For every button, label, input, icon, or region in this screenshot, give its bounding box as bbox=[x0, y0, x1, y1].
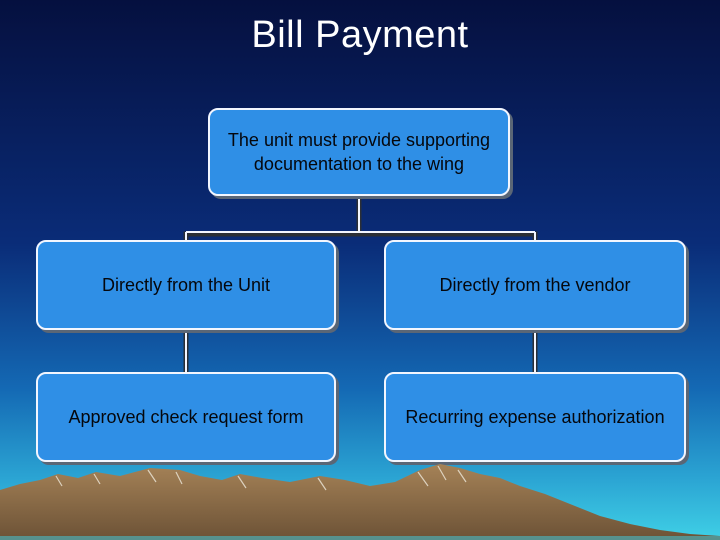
node-recurring-expense: Recurring expense authorization bbox=[384, 372, 686, 462]
node-check-label: Approved check request form bbox=[68, 407, 304, 427]
root-node: The unit must provide supporting documen… bbox=[208, 108, 510, 196]
node-check-request-form: Approved check request form bbox=[36, 372, 336, 462]
slide-title: Bill Payment bbox=[251, 14, 469, 56]
root-node-label: The unit must provide supporting documen… bbox=[227, 130, 491, 174]
node-unit-label: Directly from the Unit bbox=[101, 275, 271, 295]
mountain-landscape-image bbox=[0, 464, 720, 540]
node-directly-from-unit: Directly from the Unit bbox=[36, 240, 336, 330]
node-recurring-label: Recurring expense authorization bbox=[405, 407, 665, 427]
node-vendor-label: Directly from the vendor bbox=[439, 275, 631, 295]
mountain-range bbox=[0, 464, 720, 540]
node-directly-from-vendor: Directly from the vendor bbox=[384, 240, 686, 330]
